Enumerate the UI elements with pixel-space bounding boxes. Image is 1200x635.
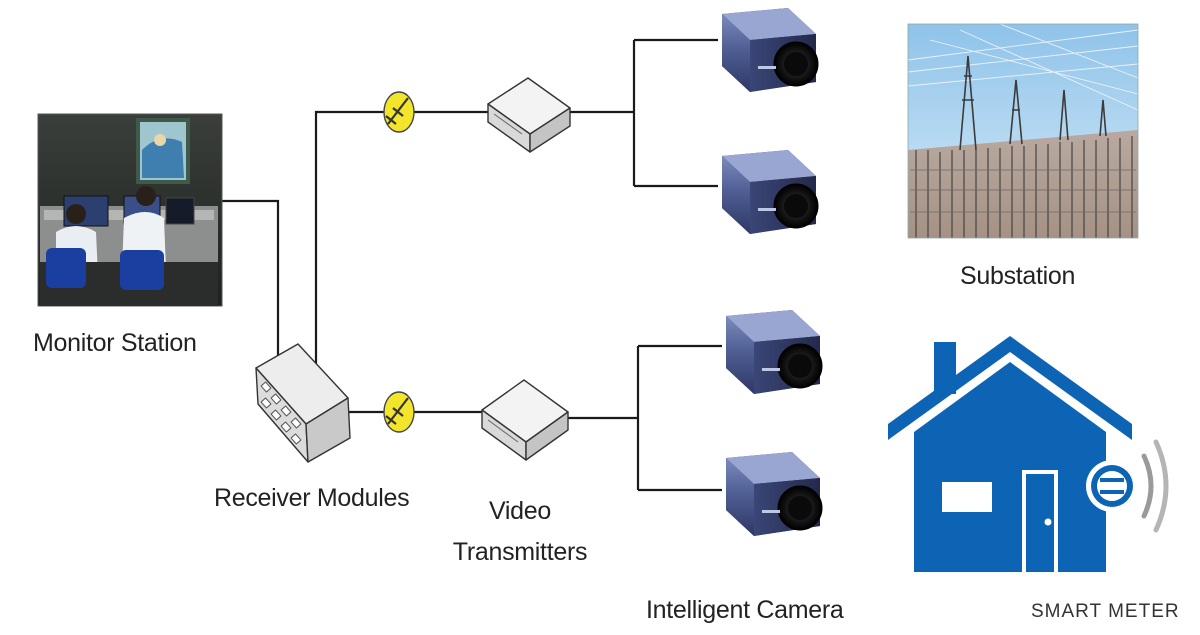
upper-transmitter-to-cameras-line <box>566 38 718 188</box>
video-transmitters-label-line2: Transmitters <box>452 538 588 566</box>
substation-image <box>907 23 1139 239</box>
receiver-to-upper-branch-line <box>314 110 384 372</box>
monitor-station-image <box>37 113 223 307</box>
receiver-modules-device <box>255 343 351 463</box>
lower-transmitter-to-cameras-line <box>566 344 722 492</box>
smart-meter-label: SMART METER <box>1031 601 1180 622</box>
substation-label: Substation <box>960 262 1076 290</box>
camera-3-icon <box>726 310 823 394</box>
camera-4-icon <box>726 452 823 536</box>
monitor-to-receiver-line <box>222 199 280 372</box>
connection-lines <box>222 38 722 492</box>
camera-2-icon <box>722 150 819 234</box>
intelligent-camera-label: Intelligent Camera <box>646 596 844 624</box>
upper-fiber-connector-icon <box>383 91 415 133</box>
receiver-modules-label: Receiver Modules <box>214 484 410 512</box>
monitor-station-label: Monitor Station <box>33 329 197 357</box>
lower-fiber-connector-icon <box>383 391 415 433</box>
upper-video-transmitter-device <box>487 77 571 153</box>
camera-1-icon <box>722 8 819 92</box>
smart-meter-house-icon <box>888 336 1169 572</box>
lower-video-transmitter-device <box>481 379 569 461</box>
video-transmitters-label-line1: Video <box>489 497 551 525</box>
